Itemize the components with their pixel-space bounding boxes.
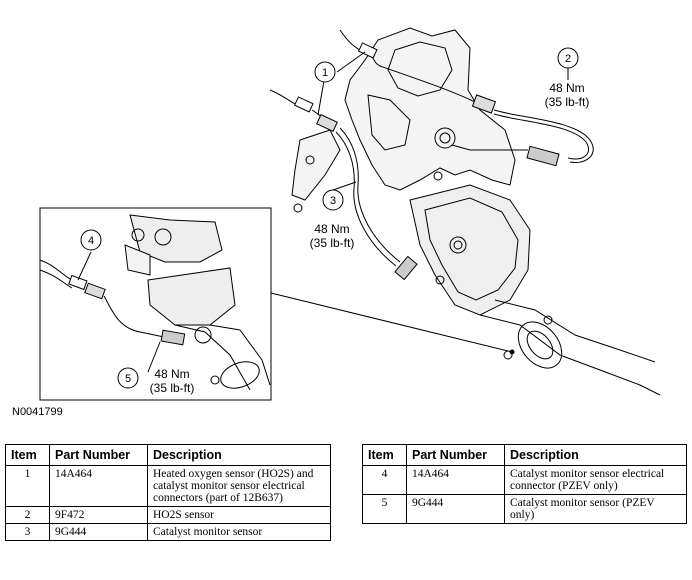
callout-2-label: 2: [565, 53, 571, 65]
torque-5-lbft: (35 lb-ft): [150, 381, 195, 395]
header-description: Description: [504, 444, 687, 466]
callout-2-circle: [557, 47, 579, 69]
callout-4-label: 4: [88, 235, 94, 247]
callout-5-circle: [117, 367, 139, 389]
table-row: 1 14A464 Heated oxygen sensor (HO2S) and…: [5, 465, 331, 507]
torque-3-lbft: (35 lb-ft): [310, 236, 355, 250]
description-cell: Catalyst monitor sensor electrical conne…: [504, 465, 687, 495]
callout-3-circle: [322, 189, 344, 211]
header-item: Item: [362, 444, 407, 466]
header-part-number: Part Number: [49, 444, 148, 466]
item-cell: 2: [5, 506, 50, 524]
parts-table-right: Item Part Number Description 4 14A464 Ca…: [362, 444, 687, 524]
callout-4-circle: [80, 229, 102, 251]
table-row: 2 9F472 HO2S sensor: [5, 506, 331, 524]
part-number-cell: 14A464: [406, 465, 505, 495]
parts-table-left: Item Part Number Description 1 14A464 He…: [5, 444, 331, 541]
part-number-cell: 14A464: [49, 465, 148, 507]
table-header-row: Item Part Number Description: [5, 444, 331, 466]
torque-3-nm: 48 Nm: [314, 222, 349, 236]
callout-3-label: 3: [330, 195, 336, 207]
table-row: 3 9G444 Catalyst monitor sensor: [5, 523, 331, 541]
description-cell: Catalyst monitor sensor: [147, 523, 331, 541]
callout-1-circle: [314, 61, 336, 83]
item-cell: 5: [362, 494, 407, 524]
torque-2-lbft: (35 lb-ft): [545, 95, 590, 109]
table-header-row: Item Part Number Description: [362, 444, 687, 466]
table-row: 4 14A464 Catalyst monitor sensor electri…: [362, 465, 687, 495]
description-cell: Heated oxygen sensor (HO2S) and catalyst…: [147, 465, 331, 507]
item-cell: 3: [5, 523, 50, 541]
item-cell: 4: [362, 465, 407, 495]
torque-2-nm: 48 Nm: [549, 81, 584, 95]
header-description: Description: [147, 444, 331, 466]
exhaust-sensor-diagram: 1 2 3 4 5 48 Nm (35 lb-ft) 48 Nm (35 lb-…: [39, 27, 661, 401]
part-number-cell: 9G444: [49, 523, 148, 541]
callout-1-label: 1: [322, 67, 328, 79]
catalytic-converter: [409, 184, 531, 316]
table-row: 5 9G444 Catalyst monitor sensor (PZEV on…: [362, 494, 687, 524]
part-number-cell: 9F472: [49, 506, 148, 524]
description-cell: HO2S sensor: [147, 506, 331, 524]
header-part-number: Part Number: [406, 444, 505, 466]
part-number-cell: 9G444: [406, 494, 505, 524]
item-cell: 1: [5, 465, 50, 507]
header-item: Item: [5, 444, 50, 466]
callout-5-label: 5: [125, 373, 131, 385]
torque-5-nm: 48 Nm: [154, 367, 189, 381]
figure-id: N0041799: [12, 406, 63, 418]
description-cell: Catalyst monitor sensor (PZEV only): [504, 494, 687, 524]
